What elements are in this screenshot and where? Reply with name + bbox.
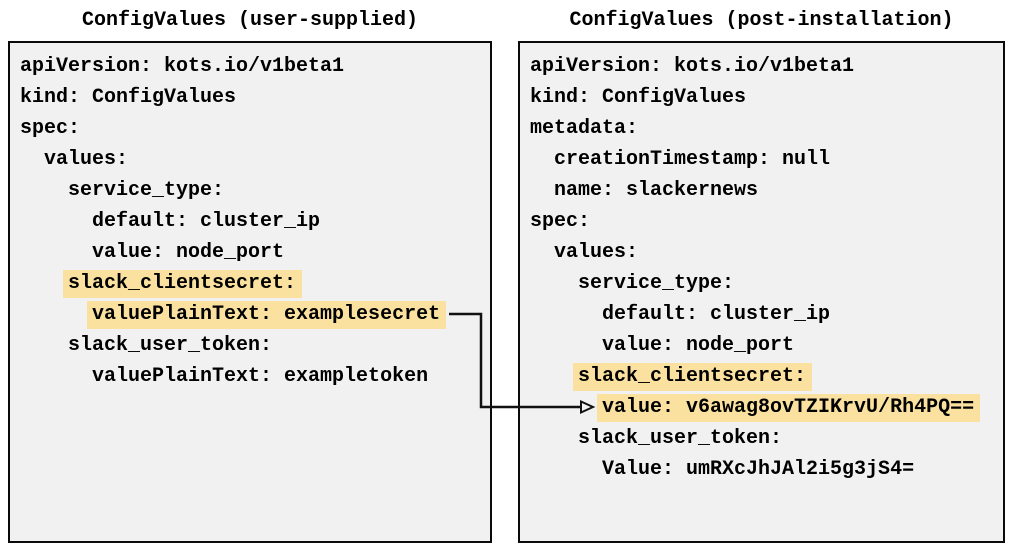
code-line: metadata: — [530, 113, 1003, 144]
code-line: valuePlainText: exampletoken — [20, 361, 490, 392]
code-line: slack_user_token: — [20, 330, 490, 361]
code-line: values: — [20, 144, 490, 175]
left-panel-title: ConfigValues (user-supplied) — [81, 9, 419, 32]
code-text: slack_user_token: — [578, 427, 783, 450]
code-line: Value: umRXcJhJAl2i5g3jS4= — [530, 454, 1003, 485]
code-text: valuePlainText: exampletoken — [92, 365, 429, 388]
code-text: values: — [554, 241, 639, 264]
code-line: valuePlainText: examplesecret — [20, 299, 490, 330]
highlighted-code: valuePlainText: examplesecret — [87, 301, 447, 329]
code-line: kind: ConfigValues — [20, 82, 490, 113]
code-text: kind: ConfigValues — [530, 86, 747, 109]
code-text: value: node_port — [92, 241, 285, 264]
right-panel: apiVersion: kots.io/v1beta1 kind: Config… — [518, 41, 1005, 543]
code-text: spec: — [530, 210, 591, 233]
code-text: spec: — [20, 117, 81, 140]
code-text: apiVersion: kots.io/v1beta1 — [530, 55, 855, 78]
code-line: value: v6awag8ovTZIKrvU/Rh4PQ== — [530, 392, 1003, 423]
code-line: slack_clientsecret: — [20, 268, 490, 299]
code-text: creationTimestamp: null — [554, 148, 831, 171]
highlighted-code: slack_clientsecret: — [63, 270, 303, 298]
highlighted-code: slack_clientsecret: — [573, 363, 813, 391]
code-line: kind: ConfigValues — [530, 82, 1003, 113]
code-line: apiVersion: kots.io/v1beta1 — [20, 51, 490, 82]
code-line: value: node_port — [530, 330, 1003, 361]
right-panel-title: ConfigValues (post-installation) — [569, 9, 954, 32]
code-line: default: cluster_ip — [20, 206, 490, 237]
code-line: spec: — [20, 113, 490, 144]
code-text: slack_user_token: — [68, 334, 273, 357]
code-text: value: node_port — [602, 334, 795, 357]
code-text: metadata: — [530, 117, 639, 140]
code-text: service_type: — [68, 179, 225, 202]
code-text: default: cluster_ip — [92, 210, 321, 233]
code-text: service_type: — [578, 272, 735, 295]
code-line: spec: — [530, 206, 1003, 237]
code-text: default: cluster_ip — [602, 303, 831, 326]
code-text: apiVersion: kots.io/v1beta1 — [20, 55, 345, 78]
code-line: slack_user_token: — [530, 423, 1003, 454]
code-line: name: slackernews — [530, 175, 1003, 206]
code-line: service_type: — [530, 268, 1003, 299]
code-line: values: — [530, 237, 1003, 268]
code-line: value: node_port — [20, 237, 490, 268]
left-panel: apiVersion: kots.io/v1beta1 kind: Config… — [8, 41, 492, 543]
code-text: Value: umRXcJhJAl2i5g3jS4= — [602, 458, 915, 481]
code-text: name: slackernews — [554, 179, 759, 202]
code-text: values: — [44, 148, 129, 171]
code-line: default: cluster_ip — [530, 299, 1003, 330]
code-line: apiVersion: kots.io/v1beta1 — [530, 51, 1003, 82]
code-line: service_type: — [20, 175, 490, 206]
code-line: creationTimestamp: null — [530, 144, 1003, 175]
code-line: slack_clientsecret: — [530, 361, 1003, 392]
code-text: kind: ConfigValues — [20, 86, 237, 109]
highlighted-code: value: v6awag8ovTZIKrvU/Rh4PQ== — [597, 394, 981, 422]
